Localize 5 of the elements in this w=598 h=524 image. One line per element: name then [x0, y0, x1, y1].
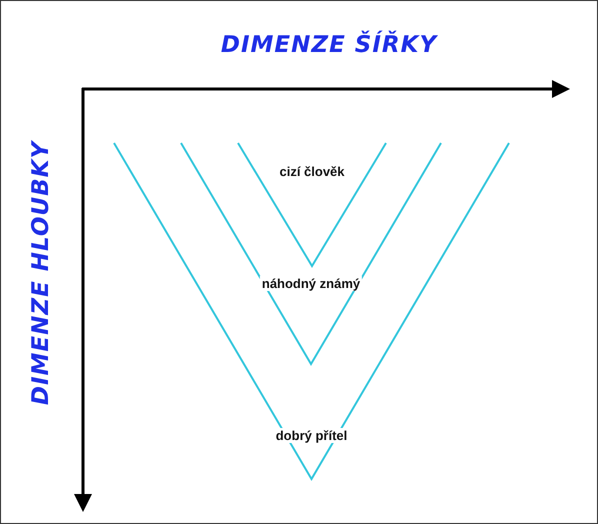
relationship-label: cizí člověk — [277, 164, 347, 179]
axis-title: DIMENZE HLOUBKY — [28, 140, 54, 406]
relationship-label: dobrý přítel — [274, 428, 350, 443]
axis-title: DIMENZE ŠÍŘKY — [220, 32, 438, 58]
relationship-label: náhodný známý — [260, 276, 362, 291]
